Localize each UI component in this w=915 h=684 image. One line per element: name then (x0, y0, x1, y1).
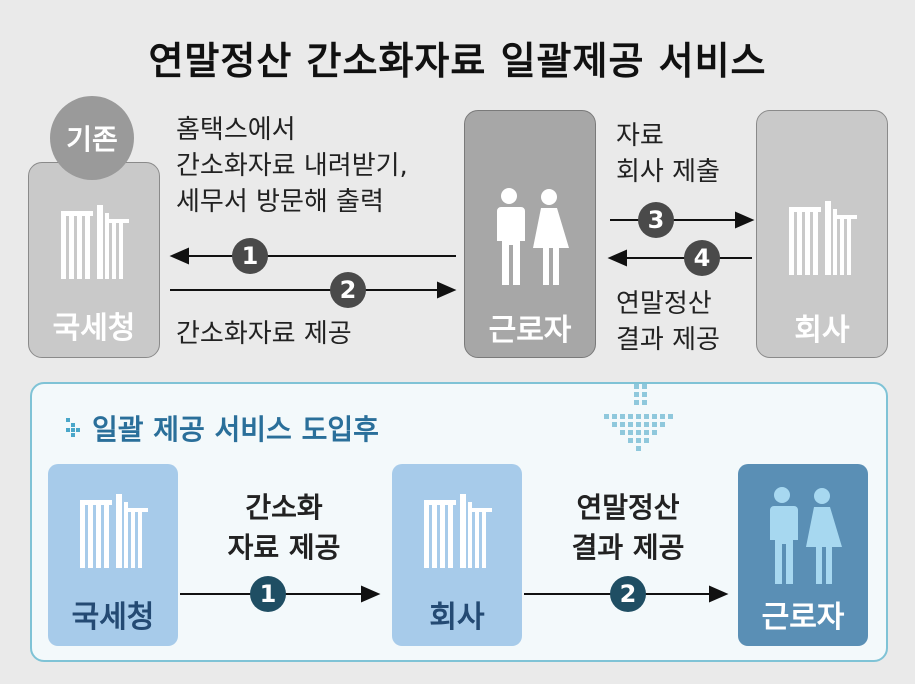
before-step1-line: 간소화자료 내려받기, (176, 151, 408, 181)
before-worker-box: 근로자 (464, 110, 596, 358)
after-step2-line: 연말정산 (576, 491, 680, 524)
before-step1-number: 1 (232, 238, 268, 274)
page-title: 연말정산 간소화자료 일괄제공 서비스 (148, 39, 767, 83)
before-step3-number: 3 (638, 202, 674, 238)
after-company-box: 회사 (392, 464, 522, 646)
chevron-right-icon (66, 418, 80, 437)
before-step4-line: 결과 제공 (616, 325, 720, 355)
after-step1-line: 간소화 (245, 491, 323, 524)
building-icon (424, 494, 492, 568)
building-icon (61, 205, 129, 279)
before-step3-text: 자료 회사 제출 (616, 118, 720, 190)
before-step2-text: 간소화자료 제공 (176, 319, 352, 349)
after-step1-text: 간소화 자료 제공 (186, 488, 382, 568)
before-company-label: 회사 (794, 313, 850, 348)
after-step2-number: 2 (610, 576, 646, 612)
after-step2-text: 연말정산 결과 제공 (530, 488, 726, 568)
after-worker-box: 근로자 (738, 464, 868, 646)
after-worker-label: 근로자 (761, 600, 845, 635)
before-step2-number: 2 (330, 272, 366, 308)
building-icon (789, 201, 857, 275)
before-step4-text: 연말정산 결과 제공 (616, 286, 720, 358)
before-company-box: 회사 (756, 110, 888, 358)
before-nts-box: 국세청 (28, 162, 160, 358)
before-step3-line: 회사 제출 (616, 157, 720, 187)
after-step1-number: 1 (250, 576, 286, 612)
before-step3-line: 자료 (616, 121, 664, 151)
before-step1-line: 홈택스에서 (176, 115, 296, 145)
before-step1-line: 세무서 방문해 출력 (176, 187, 384, 217)
before-arrows-right (607, 211, 755, 267)
down-arrow-icon (604, 384, 673, 451)
before-step4-line: 연말정산 (616, 289, 712, 319)
before-worker-label: 근로자 (488, 313, 572, 348)
after-subtitle: 일괄 제공 서비스 도입후 (92, 413, 379, 446)
building-icon (80, 494, 148, 568)
people-icon (770, 487, 842, 584)
before-badge: 기존 (50, 96, 134, 180)
before-step4-number: 4 (684, 240, 720, 276)
after-step1-line: 자료 제공 (227, 531, 341, 564)
before-step1-text: 홈택스에서 간소화자료 내려받기, 세무서 방문해 출력 (176, 112, 408, 220)
after-nts-box: 국세청 (48, 464, 178, 646)
after-nts-label: 국세청 (71, 600, 155, 635)
before-arrows-left (169, 247, 457, 299)
people-icon (497, 188, 569, 285)
after-company-label: 회사 (429, 600, 485, 635)
after-step2-line: 결과 제공 (571, 531, 685, 564)
before-nts-label: 국세청 (52, 311, 136, 346)
